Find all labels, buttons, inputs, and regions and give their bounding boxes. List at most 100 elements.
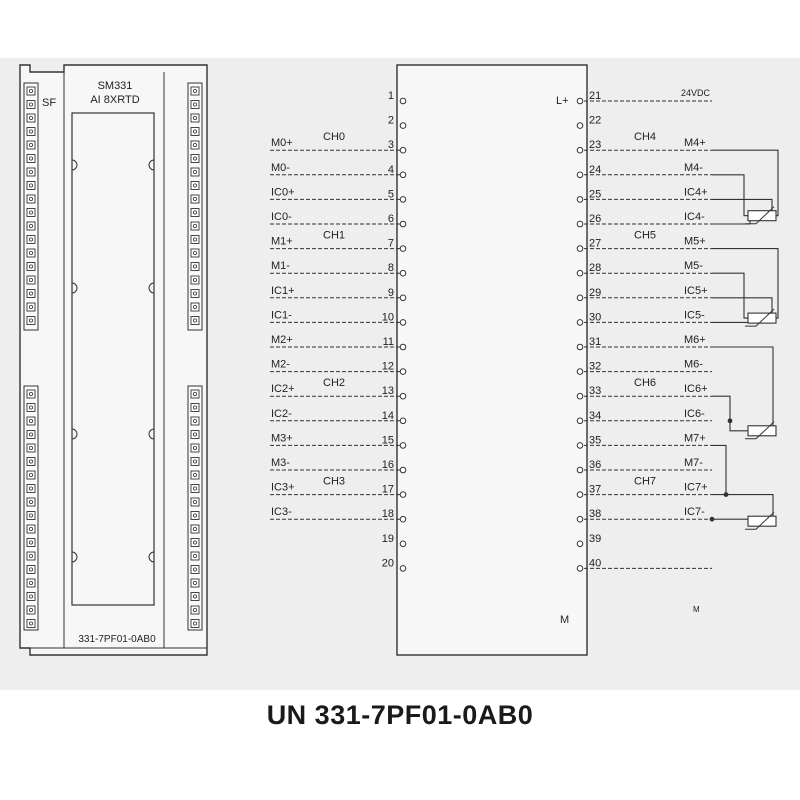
screw-head bbox=[192, 210, 197, 215]
pin-number: 33 bbox=[589, 385, 601, 397]
pin-number: 20 bbox=[382, 557, 394, 569]
pin-number: 25 bbox=[589, 188, 601, 200]
pin-terminal bbox=[576, 417, 584, 425]
screw-terminal bbox=[26, 316, 36, 325]
pin-terminal bbox=[399, 491, 407, 498]
pin-number: 5 bbox=[388, 188, 394, 200]
pin-terminal bbox=[399, 146, 407, 154]
screw-terminal bbox=[190, 181, 200, 190]
screw-head bbox=[192, 608, 197, 613]
sensor-wire bbox=[712, 248, 779, 319]
pin-terminal bbox=[399, 515, 407, 523]
screw-terminal bbox=[190, 565, 200, 574]
screw-head bbox=[28, 223, 33, 228]
pin-terminal bbox=[399, 565, 407, 572]
signal-label: M5+ bbox=[684, 236, 706, 248]
screw-head bbox=[192, 142, 197, 147]
pin-terminal bbox=[399, 466, 407, 474]
screw-head bbox=[28, 291, 33, 296]
screw-head bbox=[28, 472, 33, 477]
pin-terminal bbox=[576, 368, 584, 375]
supply-voltage-label: 24VDC bbox=[681, 88, 711, 98]
signal-label: IC7+ bbox=[684, 482, 708, 494]
label-window bbox=[71, 112, 155, 606]
pin-number: 18 bbox=[382, 508, 394, 520]
screw-terminal bbox=[190, 578, 200, 588]
pin-number: 10 bbox=[382, 311, 394, 323]
pin-number: 19 bbox=[382, 533, 394, 545]
sensor-wire bbox=[729, 420, 748, 432]
screw-terminal bbox=[190, 416, 200, 426]
screw-head bbox=[192, 459, 197, 464]
module-name: SM331 bbox=[98, 80, 133, 92]
screw-head bbox=[28, 581, 33, 586]
module-terminal-strips bbox=[23, 82, 203, 631]
screw-terminal bbox=[26, 181, 36, 190]
pin-number: 29 bbox=[589, 287, 601, 299]
screw-head bbox=[28, 594, 33, 599]
screw-head bbox=[192, 513, 197, 518]
screw-terminal bbox=[190, 127, 200, 136]
screw-terminal bbox=[190, 316, 200, 325]
screw-head bbox=[28, 210, 33, 215]
pin-number: 31 bbox=[589, 336, 601, 348]
screw-terminal bbox=[26, 113, 36, 123]
pin-terminal bbox=[399, 294, 407, 302]
screw-head bbox=[28, 264, 33, 269]
screw-terminal bbox=[26, 470, 36, 480]
pin-terminal bbox=[399, 245, 407, 252]
rtd-sensor-wiring bbox=[709, 149, 779, 530]
pin-number: 9 bbox=[388, 287, 394, 299]
screw-terminal bbox=[190, 235, 200, 244]
channel-label: CH0 bbox=[323, 131, 345, 143]
screw-terminal bbox=[26, 140, 36, 150]
screw-terminal bbox=[190, 154, 200, 163]
screw-head bbox=[28, 567, 33, 572]
screw-terminal bbox=[26, 511, 36, 520]
signal-label: IC4- bbox=[684, 211, 705, 223]
pin-number: 12 bbox=[382, 361, 394, 373]
screw-head bbox=[192, 418, 197, 423]
l-plus-label: L+ bbox=[556, 95, 569, 107]
pin-terminal bbox=[576, 97, 584, 105]
pin-terminal bbox=[576, 319, 584, 326]
signal-label: IC3- bbox=[271, 506, 292, 518]
signal-label: M7- bbox=[684, 457, 703, 469]
window-notch bbox=[71, 159, 78, 171]
pin-number: 4 bbox=[388, 164, 394, 176]
screw-terminal bbox=[190, 389, 200, 399]
pin-number: 17 bbox=[382, 484, 394, 496]
screw-terminal bbox=[26, 100, 36, 109]
rtd-resistor bbox=[747, 425, 777, 437]
screw-terminal bbox=[190, 551, 200, 561]
pin-terminal bbox=[576, 540, 584, 548]
rtd-arrow bbox=[745, 206, 775, 225]
screw-terminal bbox=[190, 443, 200, 453]
signal-label: M6- bbox=[684, 359, 703, 371]
signal-label: M2- bbox=[271, 359, 290, 371]
channel-label: CH7 bbox=[634, 476, 656, 488]
screw-terminal bbox=[190, 100, 200, 109]
screw-head bbox=[192, 499, 197, 504]
screw-head bbox=[28, 432, 33, 437]
channel-label: CH6 bbox=[634, 377, 656, 389]
pin-number: 24 bbox=[589, 164, 601, 176]
screw-head bbox=[192, 567, 197, 572]
status-led-label: SF bbox=[42, 97, 56, 109]
signal-label: IC3+ bbox=[271, 482, 295, 494]
pin-number: 8 bbox=[388, 262, 394, 274]
screw-head bbox=[28, 89, 33, 94]
pin-number: 40 bbox=[589, 557, 601, 569]
screw-head bbox=[192, 621, 197, 626]
screw-terminal bbox=[190, 208, 200, 217]
screw-terminal bbox=[26, 86, 36, 96]
screw-head bbox=[192, 594, 197, 599]
pin-number: 2 bbox=[388, 115, 394, 127]
screw-terminal bbox=[190, 167, 200, 177]
screw-terminal bbox=[26, 302, 36, 312]
pin-number: 14 bbox=[382, 410, 394, 422]
screw-head bbox=[192, 264, 197, 269]
screw-head bbox=[192, 116, 197, 121]
screw-terminal bbox=[26, 484, 36, 493]
